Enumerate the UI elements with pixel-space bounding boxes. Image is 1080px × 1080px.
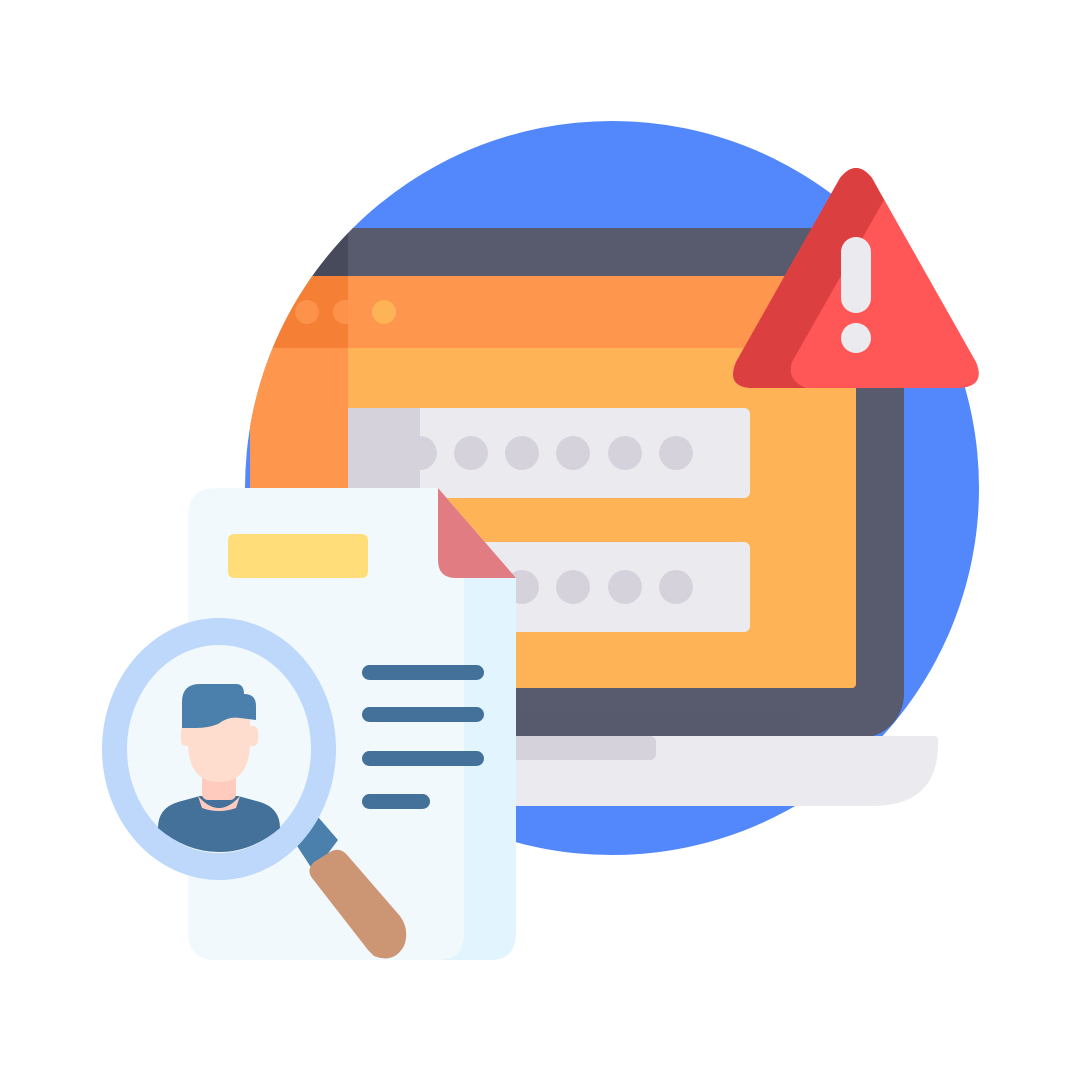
warning-triangle-shade (733, 168, 884, 388)
trackpad (500, 736, 656, 760)
document-shade (438, 578, 516, 960)
document-text-line (362, 665, 484, 680)
magnifying-glass-icon (102, 618, 407, 959)
password-dot (556, 436, 590, 470)
document-title-bar (228, 534, 368, 578)
warning-exclamation-bar (841, 237, 871, 313)
user-avatar-icon (158, 684, 280, 852)
password-dot (659, 570, 693, 604)
document-text-line (362, 707, 484, 722)
password-dot (556, 570, 590, 604)
password-dot (505, 436, 539, 470)
magnifier-handle (309, 849, 407, 959)
warning-exclamation-dot (841, 323, 871, 353)
document-text-line (362, 794, 430, 809)
document-text-line (362, 751, 484, 766)
password-field-1 (348, 408, 750, 498)
avatar-hair (182, 684, 256, 728)
avatar-shirt (158, 796, 280, 852)
avatar-face (188, 712, 250, 782)
laptop-hinge (500, 712, 800, 742)
browser-dot-3 (372, 300, 396, 324)
avatar-ear-right (246, 726, 258, 746)
document-fold (438, 488, 516, 578)
password-dot (454, 436, 488, 470)
browser-dot-1 (295, 300, 319, 324)
password-dot (608, 436, 642, 470)
laptop-frame-curve (348, 230, 404, 276)
password-dot (403, 436, 437, 470)
warning-icon (733, 168, 979, 388)
password-dot (659, 436, 693, 470)
browser-dot-2 (333, 300, 357, 324)
password-dot (608, 570, 642, 604)
avatar-ear-left (181, 726, 193, 746)
avatar-collar (198, 796, 240, 811)
